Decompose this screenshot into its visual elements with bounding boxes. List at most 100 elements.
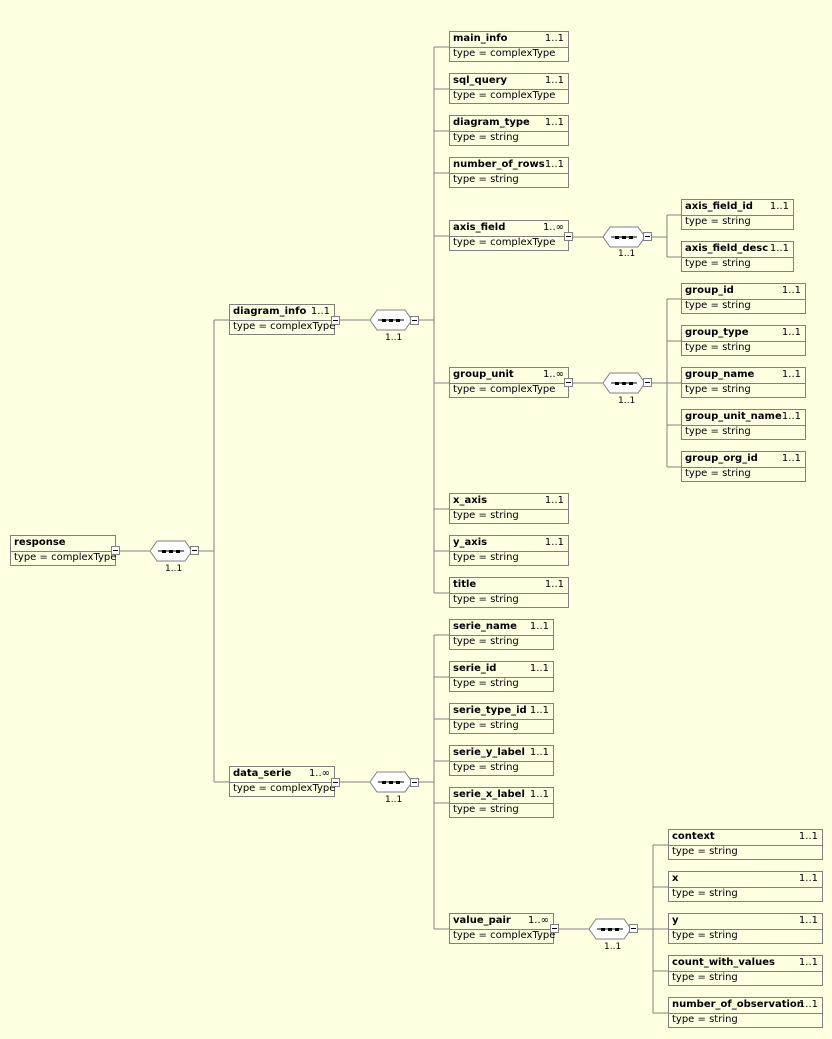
element-cardinality: 1..1 — [769, 201, 789, 212]
collapse-toggle-sequence[interactable] — [643, 232, 652, 241]
element-type: type = string — [685, 258, 751, 269]
element-serie-y-label[interactable]: serie_y_label 1..1 type = string — [449, 745, 554, 776]
collapse-toggle-axis-field[interactable] — [564, 232, 573, 241]
collapse-toggle-sequence[interactable] — [190, 546, 199, 555]
element-name: y — [672, 915, 679, 926]
sequence-cardinality: 1..1 — [385, 795, 403, 805]
collapse-toggle-diagram-info[interactable] — [331, 316, 340, 325]
collapse-toggle-sequence[interactable] — [410, 316, 419, 325]
element-name: axis_field — [453, 222, 506, 233]
element-name: serie_y_label — [453, 747, 525, 758]
element-type: type = string — [685, 426, 751, 437]
element-type: type = string — [685, 300, 751, 311]
sequence-cardinality: 1..1 — [618, 396, 636, 406]
element-cardinality: 1..1 — [544, 579, 564, 590]
collapse-toggle-data-serie[interactable] — [331, 778, 340, 787]
element-name: serie_name — [453, 621, 517, 632]
element-cardinality: 1..1 — [798, 831, 818, 842]
element-name: serie_id — [453, 663, 497, 674]
element-type: type = string — [685, 216, 751, 227]
element-name: number_of_rows — [453, 159, 545, 170]
element-cardinality: 1..1 — [310, 306, 330, 317]
element-type: type = complexType — [453, 930, 556, 941]
element-name: group_name — [685, 369, 755, 380]
element-type: type = string — [453, 762, 519, 773]
element-type: type = complexType — [453, 48, 556, 59]
element-type: type = complexType — [14, 552, 117, 563]
element-cardinality: 1..1 — [544, 159, 564, 170]
element-cardinality: 1..1 — [544, 117, 564, 128]
collapse-toggle-value-pair[interactable] — [550, 924, 559, 933]
sequence-compositor-icon[interactable] — [602, 372, 646, 394]
element-type: type = complexType — [453, 237, 556, 248]
element-type: type = string — [453, 132, 519, 143]
sequence-compositor-icon[interactable] — [149, 540, 193, 562]
element-group-name[interactable]: group_name 1..1 type = string — [681, 367, 806, 398]
element-type: type = string — [453, 804, 519, 815]
element-name: serie_x_label — [453, 789, 525, 800]
element-type: type = string — [685, 384, 751, 395]
element-name: x — [672, 873, 679, 884]
element-cardinality: 1..∞ — [308, 768, 330, 779]
element-cardinality: 1..1 — [544, 75, 564, 86]
element-type: type = string — [685, 468, 751, 479]
collapse-toggle-sequence[interactable] — [410, 778, 419, 787]
sequence-compositor-icon[interactable] — [369, 309, 413, 331]
element-name: response — [14, 537, 66, 548]
sequence-cardinality: 1..1 — [618, 249, 636, 259]
element-type: type = complexType — [453, 90, 556, 101]
element-cardinality: 1..1 — [781, 285, 801, 296]
element-type: type = string — [685, 342, 751, 353]
collapse-toggle-sequence[interactable] — [643, 378, 652, 387]
element-response[interactable]: response type = complexType — [10, 535, 116, 566]
element-name: group_type — [685, 327, 749, 338]
sequence-compositor-icon[interactable] — [588, 918, 632, 940]
element-cardinality: 1..1 — [529, 705, 549, 716]
collapse-toggle-sequence[interactable] — [629, 924, 638, 933]
element-type: type = string — [672, 972, 738, 983]
element-name: group_unit_name — [685, 411, 782, 422]
element-cardinality: 1..1 — [781, 369, 801, 380]
element-cardinality: 1..1 — [529, 747, 549, 758]
element-type: type = complexType — [233, 321, 336, 332]
element-cardinality: 1..1 — [798, 873, 818, 884]
element-name: value_pair — [453, 915, 511, 926]
element-cardinality: 1..1 — [798, 999, 818, 1010]
element-type: type = string — [453, 720, 519, 731]
element-name: x_axis — [453, 495, 488, 506]
element-name: axis_field_desc — [685, 243, 769, 254]
sequence-compositor-icon[interactable] — [602, 226, 646, 248]
element-cardinality: 1..1 — [544, 495, 564, 506]
collapse-toggle-response[interactable] — [111, 546, 120, 555]
sequence-compositor-icon[interactable] — [369, 771, 413, 793]
collapse-toggle-group-unit[interactable] — [564, 378, 573, 387]
